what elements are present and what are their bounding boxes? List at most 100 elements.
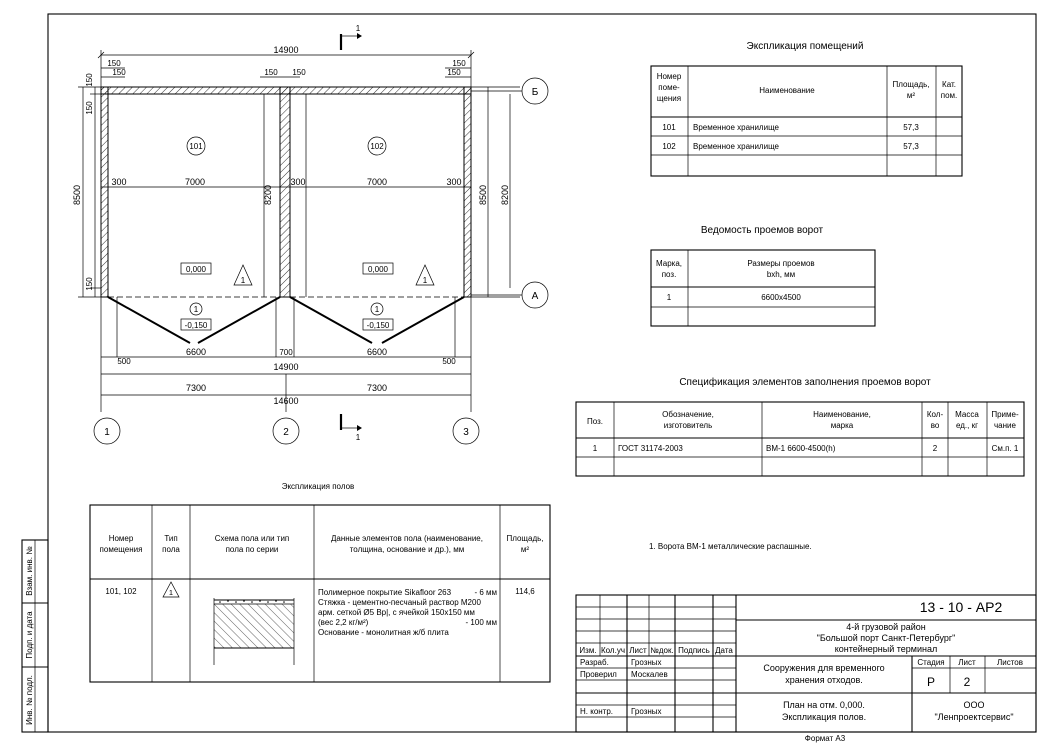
floor-scheme <box>213 598 295 665</box>
dim-overall-bottom: 14900 <box>273 362 298 372</box>
table-cell: 57,3 <box>903 142 919 151</box>
level-mark-lower: -0,150 <box>367 321 390 330</box>
dim-500: 500 <box>117 357 131 366</box>
col-header: м² <box>907 91 916 100</box>
section-mark-bottom <box>339 414 362 431</box>
dim-300: 300 <box>446 177 461 187</box>
sheet-format: Формат А3 <box>805 734 846 743</box>
col-header: Размеры проемов <box>747 259 814 268</box>
dim-300: 300 <box>290 177 305 187</box>
dim-700: 700 <box>279 348 293 357</box>
stage-value: Р <box>927 675 935 689</box>
stamp-label: Инв. № подл. <box>25 675 34 725</box>
title-block: 13 - 10 - АР2 4-й грузовой район "Большо… <box>575 594 1037 733</box>
level-box <box>180 318 212 331</box>
table-cell: 6600x4500 <box>761 293 801 302</box>
gate-marker <box>189 302 203 316</box>
col-header: толщина, основание и др.), мм <box>350 545 465 554</box>
table-cell: ГОСТ 31174-2003 <box>618 444 683 453</box>
floor-type-triangle <box>233 264 253 286</box>
floor-layer-thickness: - 6 мм <box>474 588 497 597</box>
stamp-label: Подп. и дата <box>25 611 34 659</box>
table-cell: 102 <box>662 142 676 151</box>
col-header: Тип <box>164 534 177 543</box>
table-cell: См.п. 1 <box>992 444 1019 453</box>
table-cell: 101 <box>662 123 676 132</box>
axis-label: Б <box>532 87 539 98</box>
dim-150: 150 <box>85 73 94 87</box>
col-header: во <box>931 421 940 430</box>
dim-150: 150 <box>292 68 306 77</box>
table-title: Ведомость проемов ворот <box>701 225 824 236</box>
right-dimensions <box>471 86 520 298</box>
floor-type-triangle <box>415 264 435 286</box>
person-name: Грозных <box>631 707 662 716</box>
col-header: Приме- <box>991 410 1019 419</box>
room-marker <box>186 136 206 156</box>
col-header: м² <box>521 545 530 554</box>
walls <box>100 86 472 298</box>
dim-150: 150 <box>452 59 466 68</box>
col-header: Кол- <box>927 410 944 419</box>
col-header: пола по серии <box>226 545 279 554</box>
dim-overall-top: 14900 <box>273 45 298 55</box>
col-header: Поз. <box>587 417 603 426</box>
dim-height-inner: 8200 <box>263 185 273 205</box>
col-header: Наименование <box>759 86 815 95</box>
side-stamp: Взам. инв. № Подп. и дата Инв. № подл. <box>21 539 49 733</box>
col-header: Номер <box>109 534 134 543</box>
company-name: ООО <box>963 700 984 710</box>
dim-150: 150 <box>85 277 94 291</box>
top-dimensions <box>97 50 475 87</box>
object-name: Сооружения для временного <box>763 663 884 673</box>
col-header: чание <box>994 421 1017 430</box>
stage-header: Листов <box>997 658 1023 667</box>
project-line: "Большой порт Санкт-Петербург" <box>817 633 956 643</box>
table-cell: ВМ-1 6600-4500(h) <box>766 444 836 453</box>
room-number: 102 <box>370 142 384 151</box>
table-cell: 101, 102 <box>105 587 137 596</box>
dim-6600: 6600 <box>367 347 387 357</box>
dim-axes-total: 14600 <box>273 396 298 406</box>
axis-label: 3 <box>463 427 469 438</box>
col-header: Кат. <box>942 80 956 89</box>
project-line: 4-й грузовой район <box>846 622 926 632</box>
col-header: Изм. <box>579 646 596 655</box>
col-header: щения <box>657 94 681 103</box>
col-header: №док. <box>650 646 673 655</box>
axis-bubble <box>272 417 300 445</box>
object-name: хранения отходов. <box>785 675 863 685</box>
col-header: ед., кг <box>956 421 978 430</box>
floor-layer: Полимерное покрытие Sikafloor 263 <box>318 588 452 597</box>
dim-height-right: 8500 <box>478 185 488 205</box>
axis-label: 1 <box>104 427 110 438</box>
col-header: помещения <box>100 545 143 554</box>
floor-type-mark: 1 <box>241 276 246 285</box>
col-header: bxh, мм <box>767 270 795 279</box>
table-cell: 2 <box>933 444 938 453</box>
table-cell: 114,6 <box>515 587 535 596</box>
col-header: поз. <box>662 270 677 279</box>
col-header: Масса <box>955 410 979 419</box>
floor-layer: Основание - монолитная ж/б плита <box>318 628 449 637</box>
role-label: Н. контр. <box>580 707 613 716</box>
table-cell: Временное хранилище <box>693 123 780 132</box>
col-header: Схема пола или тип <box>215 534 290 543</box>
room-marker <box>367 136 387 156</box>
col-header: Кол.уч <box>601 646 625 655</box>
table-title: Экспликация помещений <box>747 41 864 52</box>
person-name: Грозных <box>631 658 662 667</box>
level-mark: 0,000 <box>368 265 389 274</box>
dim-300: 300 <box>111 177 126 187</box>
stage-header: Лист <box>958 658 976 667</box>
col-header: Дата <box>715 646 733 655</box>
room-number: 101 <box>189 142 203 151</box>
role-label: Разраб. <box>580 658 609 667</box>
rooms-table: Экспликация помещений Номер поме- щения … <box>650 41 963 177</box>
dim-height-left: 8500 <box>72 185 82 205</box>
gates-table: Ведомость проемов ворот Марка, поз. Разм… <box>650 225 876 327</box>
table-cell: 1 <box>667 293 672 302</box>
table-title: Спецификация элементов заполнения проемо… <box>679 376 931 388</box>
level-mark: 0,000 <box>186 265 207 274</box>
person-name: Москалев <box>631 670 668 679</box>
